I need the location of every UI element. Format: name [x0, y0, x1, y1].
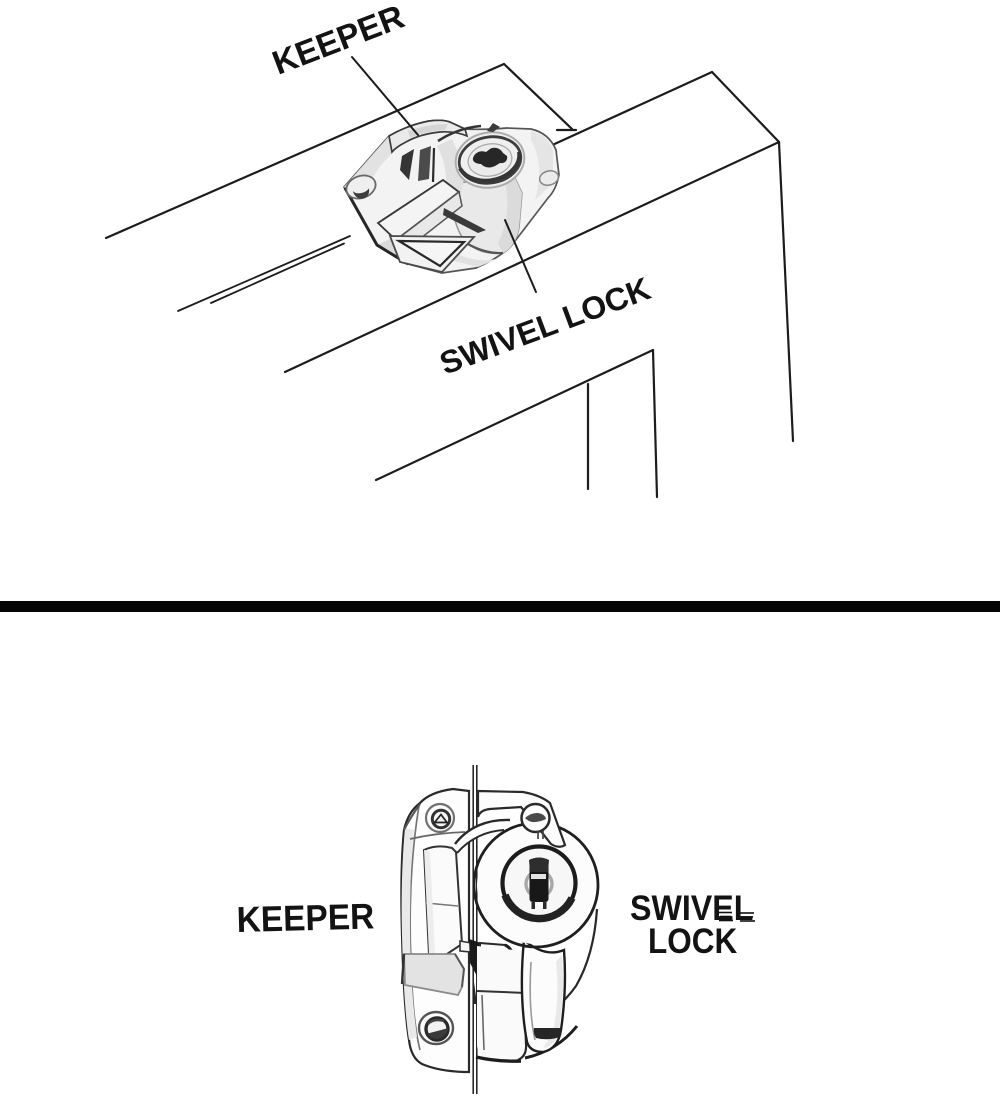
- svg-text:SWIVEL: SWIVEL: [630, 890, 753, 929]
- svg-text:LOCK: LOCK: [648, 923, 737, 962]
- svg-text:KEEPER: KEEPER: [236, 897, 375, 940]
